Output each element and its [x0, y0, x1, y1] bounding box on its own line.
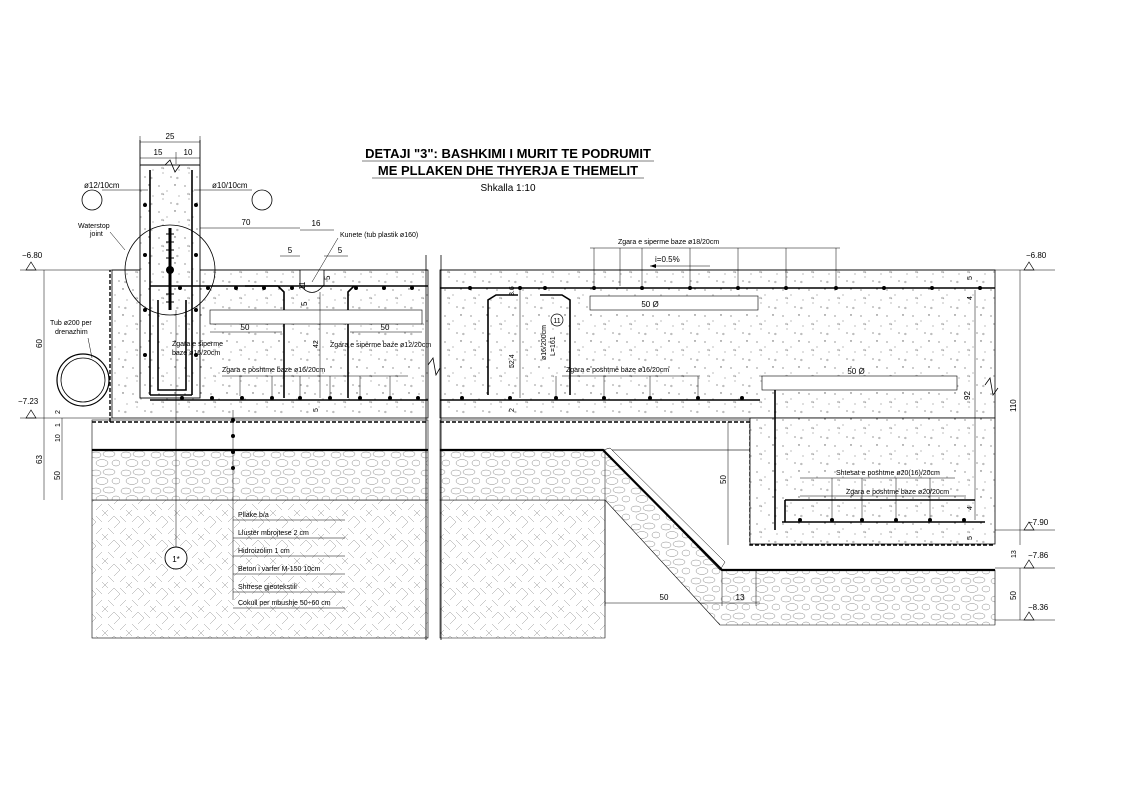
gravel-left — [91, 449, 429, 501]
level-right-786: −7.86 — [1028, 551, 1049, 560]
dim-2a: 2 — [55, 410, 62, 414]
footing — [749, 417, 996, 545]
title-line1: DETAJI "3": BASHKIMI I MURIT TE PODRUMIT — [365, 146, 651, 161]
dim-50c: 50 — [53, 471, 62, 480]
layer-3: Beton i varfer M-150 10cm — [238, 566, 321, 573]
left-bot-rebar-label: Zgara e poshtme baze ø16/20cm — [222, 367, 325, 374]
rebar-callouts: ø12/10cm ø10/10cm Waterstop joint — [78, 181, 273, 251]
left-top-rebar-label-1: Zgara e siperme — [172, 341, 223, 348]
pipe-label-1: Tub ø200 per — [50, 320, 92, 327]
layer-5: Cokull per mbushje 50÷60 cm — [238, 600, 331, 607]
layer-4: Shtrese gjeotekstili — [238, 584, 297, 591]
dim-50phi-b: 50 Ø — [847, 367, 864, 376]
dim-50d: 50 — [719, 475, 728, 484]
pipe-label-2: drenazhim — [55, 329, 88, 336]
dim-3-6: 3.6 — [509, 286, 516, 296]
soil-left — [91, 499, 429, 639]
dim-5f: 5 — [967, 276, 974, 280]
kunete-label: Kunete (tub plastik ø160) — [340, 232, 418, 239]
right-top-rebar-label: Zgara e siperme baze ø18/20cm — [618, 239, 719, 246]
dim-wall-right: 10 — [184, 148, 193, 157]
dim-16: 16 — [312, 219, 321, 228]
dim-wall-total: 25 — [166, 132, 175, 141]
dim-5e: 5 — [313, 408, 320, 412]
level-right-790: −7.90 — [1028, 518, 1049, 527]
dim-50b: 50 — [381, 323, 390, 332]
bot-rebar-c-label: Zgara e poshtme baze ø20/20cm — [846, 489, 949, 496]
left-top-rebar-b-label: Zgara e siperme baze ø12/20cm — [330, 342, 431, 349]
waterstop-label-1: Waterstop — [78, 223, 110, 230]
drain-pipe: Tub ø200 per drenazhim — [50, 320, 110, 407]
dim-wall-left: 15 — [154, 148, 163, 157]
right-bot-rebar-label: Zgara e poshtme baze ø16/20cm — [566, 367, 669, 374]
dim-52-4: 52.4 — [509, 354, 516, 368]
right-slab-rebars: 50 Ø 50 Ø Zgara e siperme baze ø18/20cm — [440, 239, 999, 540]
slope-label: i=0.5% — [655, 255, 680, 264]
stirrup-label: ø16/200cm — [541, 325, 548, 360]
slab-right — [439, 269, 996, 419]
waterstop-callout-circle — [124, 224, 216, 316]
dim-50e: 50 — [660, 593, 669, 602]
layer-2: Hidroizolim 1 cm — [238, 548, 290, 555]
left-slab-rebars: 50 50 42 5 Zgara e siperme baze ø16/20cm… — [150, 285, 431, 412]
dim-70: 70 — [242, 218, 251, 227]
layer-legend-list: Pllake b/a Llustër mbrojtese 2 cm Hidroi… — [233, 512, 345, 609]
dim-63: 63 — [35, 455, 44, 464]
dim-5b: 5 — [338, 246, 343, 255]
title-line2: ME PLLAKEN DHE THYERJA E THEMELIT — [378, 163, 638, 178]
layer-0: Pllake b/a — [238, 512, 269, 519]
dim-5d: 5 — [300, 301, 309, 306]
title-scale: Shkalla 1:10 — [480, 183, 535, 194]
dim-60: 60 — [35, 339, 44, 348]
footing-dimensions: 50 13 50 — [604, 422, 760, 606]
dim-5g: 5 — [967, 536, 974, 540]
level-left-top: −6.80 — [22, 251, 43, 260]
left-top-rebar-label-2: baze ø16/20cm — [172, 350, 220, 357]
level-right-top: −6.80 — [1026, 251, 1047, 260]
dim-4b: 4 — [967, 506, 974, 510]
dim-42: 42 — [313, 340, 320, 348]
break-marks — [425, 255, 442, 640]
layer-1: Llustër mbrojtese 2 cm — [238, 530, 309, 537]
left-slab-rebar-dots — [178, 286, 420, 400]
level-left-mid: −7.23 — [18, 397, 39, 406]
rebar-right-label: ø10/10cm — [212, 181, 248, 190]
basement-wall — [124, 140, 216, 399]
dim-2b: 2 — [509, 408, 516, 412]
stirrup-len-label: L=161 — [550, 336, 557, 356]
dim-13a: 13 — [1011, 550, 1018, 558]
shtesat-label: Shtesat e poshtme ø20(16)/20cm — [836, 470, 940, 477]
slab-dimensions: 70 16 5 5 Kunete (tub plastik ø160) 11 5… — [200, 218, 418, 306]
dim-5a: 5 — [288, 246, 293, 255]
callout-1: 1* — [172, 555, 180, 564]
title-block: DETAJI "3": BASHKIMI I MURIT TE PODRUMIT… — [362, 146, 654, 194]
dim-50phi-a: 50 Ø — [641, 300, 658, 309]
dim-4a: 4 — [967, 296, 974, 300]
dim-92: 92 — [963, 391, 972, 400]
wall-dimensions: 25 15 10 — [139, 132, 201, 164]
right-slab-rebar-dots — [460, 286, 982, 522]
dim-110: 110 — [1009, 399, 1018, 412]
dim-1: 1 — [55, 423, 62, 427]
dim-50a: 50 — [241, 323, 250, 332]
level-right-836: −8.36 — [1028, 603, 1049, 612]
dim-50f: 50 — [1009, 591, 1018, 600]
dim-10: 10 — [55, 434, 62, 442]
right-levels: −6.80 110 −7.90 −7.86 13 −8.36 50 — [995, 251, 1055, 621]
left-levels: −6.80 −7.23 60 2 1 10 63 50 — [18, 251, 112, 500]
rebar-left-label: ø12/10cm — [84, 181, 120, 190]
soil-right — [439, 499, 606, 639]
layer-legend: 1* Pllake b/a Llustër mbrojtese 2 cm Hid… — [164, 310, 345, 609]
waterstop-label-2: joint — [89, 231, 103, 238]
stirrup-number: 11 — [553, 318, 560, 325]
dim-5c: 5 — [323, 275, 332, 280]
dim-13b: 13 — [736, 593, 745, 602]
